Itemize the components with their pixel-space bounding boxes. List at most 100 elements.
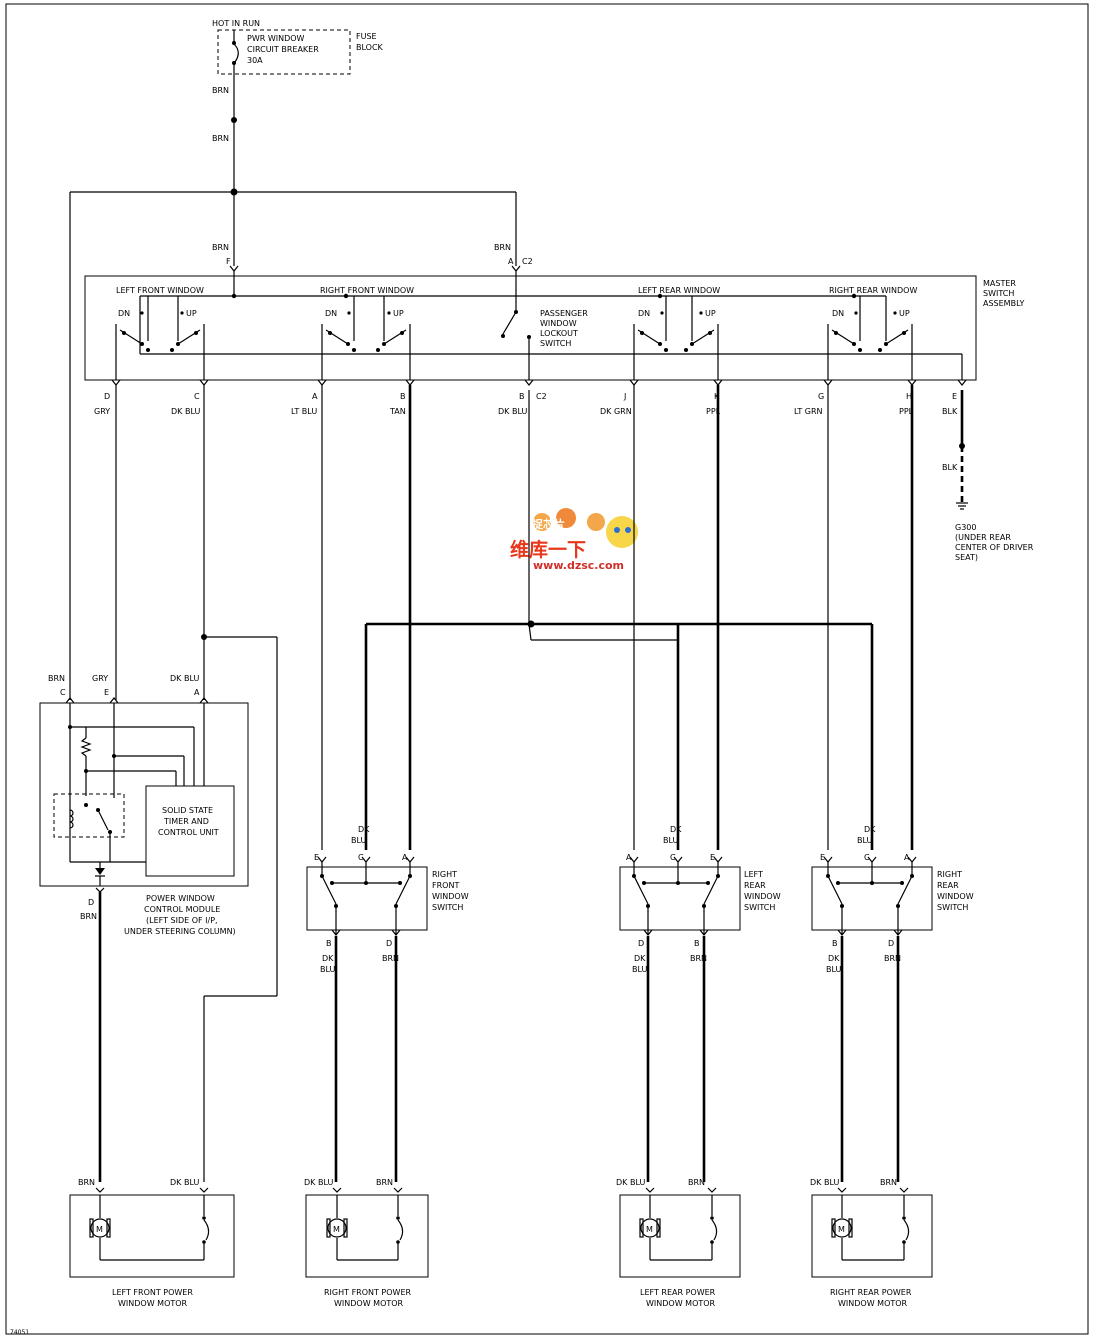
door-switch-outline	[306, 866, 428, 931]
module-input-color: GRY	[92, 674, 108, 683]
fuse-block-outline	[217, 29, 351, 75]
motor-lr-icon	[640, 1218, 660, 1238]
door-switch-label: SWITCH	[432, 903, 463, 912]
lockout-label-1: PASSENGER	[540, 309, 588, 318]
output-0: D GRY	[94, 379, 121, 700]
right-front-window-motor: DK BLU BRN M RIGHT FRONT POWER WINDOW MO…	[304, 1178, 429, 1308]
ds-blade-right	[703, 875, 719, 905]
door-switch-pin-bottom: D	[638, 939, 644, 948]
ground-label-2: (UNDER REAR	[955, 533, 1011, 542]
watermark: 捉芯片 维库一下 www.dzsc.com	[510, 508, 638, 572]
dn-blade	[119, 329, 143, 345]
door-switch-pin-top: E	[710, 853, 715, 862]
ds-contact	[870, 881, 874, 885]
connector-arrow	[713, 379, 723, 386]
output-5: JDK GRN	[600, 379, 639, 850]
door-switch-pin-bottom: B	[694, 939, 700, 948]
output-pin: E	[952, 392, 957, 401]
lockout-label-3: LOCKOUT	[540, 329, 578, 338]
motor-lf-wire-left: BRN	[78, 1178, 95, 1187]
up-contact-lower	[170, 348, 174, 352]
fuse-block-label-1: FUSE	[356, 32, 377, 41]
output-pin: D	[104, 392, 110, 401]
module-input-color: BRN	[48, 674, 65, 683]
motor-lr-label-1: LEFT REAR POWER	[640, 1288, 716, 1297]
connector-arrow	[907, 379, 917, 386]
door-switch-wire-left-2: BLU	[632, 965, 648, 974]
up-contact-lower	[376, 348, 380, 352]
switch-up-marker	[893, 311, 897, 315]
control-module-label-2: CONTROL MODULE	[144, 905, 220, 914]
door-switch-pin-top: A	[904, 853, 910, 862]
lockout-switch: PASSENGER WINDOW LOCKOUT SWITCH	[501, 309, 588, 380]
diode-icon	[95, 868, 105, 875]
ds-contact	[900, 881, 904, 885]
control-module-label-3: (LEFT SIDE OF I/P,	[146, 916, 218, 925]
control-module-label-1: POWER WINDOW	[146, 894, 215, 903]
timer-control-unit	[145, 785, 235, 877]
lockout-connector-c2: C2	[536, 392, 547, 401]
door-switch-mid-color-1: DK	[670, 825, 682, 834]
door-switch-wire-left-1: DK	[634, 954, 646, 963]
left-front-window-motor: BRN DK BLU M LEFT FRONT POWER WINDOW MOT…	[69, 1178, 235, 1308]
motor-rr-wire-left: DK BLU	[810, 1178, 839, 1187]
dn-contact-lower	[352, 348, 356, 352]
door-switch-mid-color-2: BLU	[663, 836, 679, 845]
main-feed-wire: BRN BRN BRN BRN F A C2	[69, 74, 533, 700]
door-switch-wire-left-1: DK	[828, 954, 840, 963]
ground-label-3: CENTER OF DRIVER	[955, 543, 1034, 552]
output-pin: H	[906, 392, 912, 401]
lockout-distribution-bus	[364, 390, 874, 850]
motor-rr-wire-right: BRN	[880, 1178, 897, 1187]
output-pin: J	[623, 392, 626, 401]
door-switch-pin-top: C	[358, 853, 364, 862]
module-input-color: DK BLU	[170, 674, 199, 683]
control-module-outline	[39, 702, 249, 887]
timer-label-2: TIMER AND	[163, 817, 209, 826]
door-switch-label: RIGHT	[937, 870, 962, 879]
dn-blade	[325, 329, 349, 345]
up-blade	[885, 329, 909, 345]
feed-drop-right-color: BRN	[494, 243, 511, 252]
switch-dn-label: DN	[118, 309, 130, 318]
control-module-output-pin: D	[88, 898, 94, 907]
lockout-label-2: WINDOW	[540, 319, 577, 328]
dn-blade	[637, 329, 661, 345]
door-switch-pin-bottom: D	[386, 939, 392, 948]
master-label-1: MASTER	[983, 279, 1016, 288]
dn-contact	[658, 342, 662, 346]
motor-lr-wire-left: DK BLU	[616, 1178, 645, 1187]
ground-label-4: SEAT)	[955, 553, 978, 562]
output-wire-color: DK BLU	[498, 407, 527, 416]
up-blade	[177, 329, 201, 345]
ds-blade-right	[897, 875, 913, 905]
connector-arrow	[713, 856, 723, 863]
connector-arrow	[317, 379, 327, 386]
motor-rr-label-1: RIGHT REAR POWER	[830, 1288, 912, 1297]
connector-arrow	[957, 379, 967, 386]
feed-drop-left-color: BRN	[212, 243, 229, 252]
left-rear-window-motor: DK BLU BRN M LEFT REAR POWER WINDOW MOTO…	[616, 1178, 741, 1308]
connector-arrow	[823, 856, 833, 863]
output-wire-color: TAN	[389, 407, 406, 416]
switch-dn-marker	[854, 311, 858, 315]
up-contact	[382, 342, 386, 346]
door-switch-label: SWITCH	[937, 903, 968, 912]
connector-arrow	[643, 929, 653, 936]
ds-contact	[642, 881, 646, 885]
ds-contact	[706, 881, 710, 885]
ds-blade-left	[827, 875, 843, 905]
output-wire-color: LT BLU	[291, 407, 317, 416]
mascot-icon	[606, 516, 638, 548]
ds-contact	[398, 881, 402, 885]
door-switch-mid-color-1: DK	[358, 825, 370, 834]
ground-label-1: G300	[955, 523, 976, 532]
door-switch-pin-top: C	[670, 853, 676, 862]
